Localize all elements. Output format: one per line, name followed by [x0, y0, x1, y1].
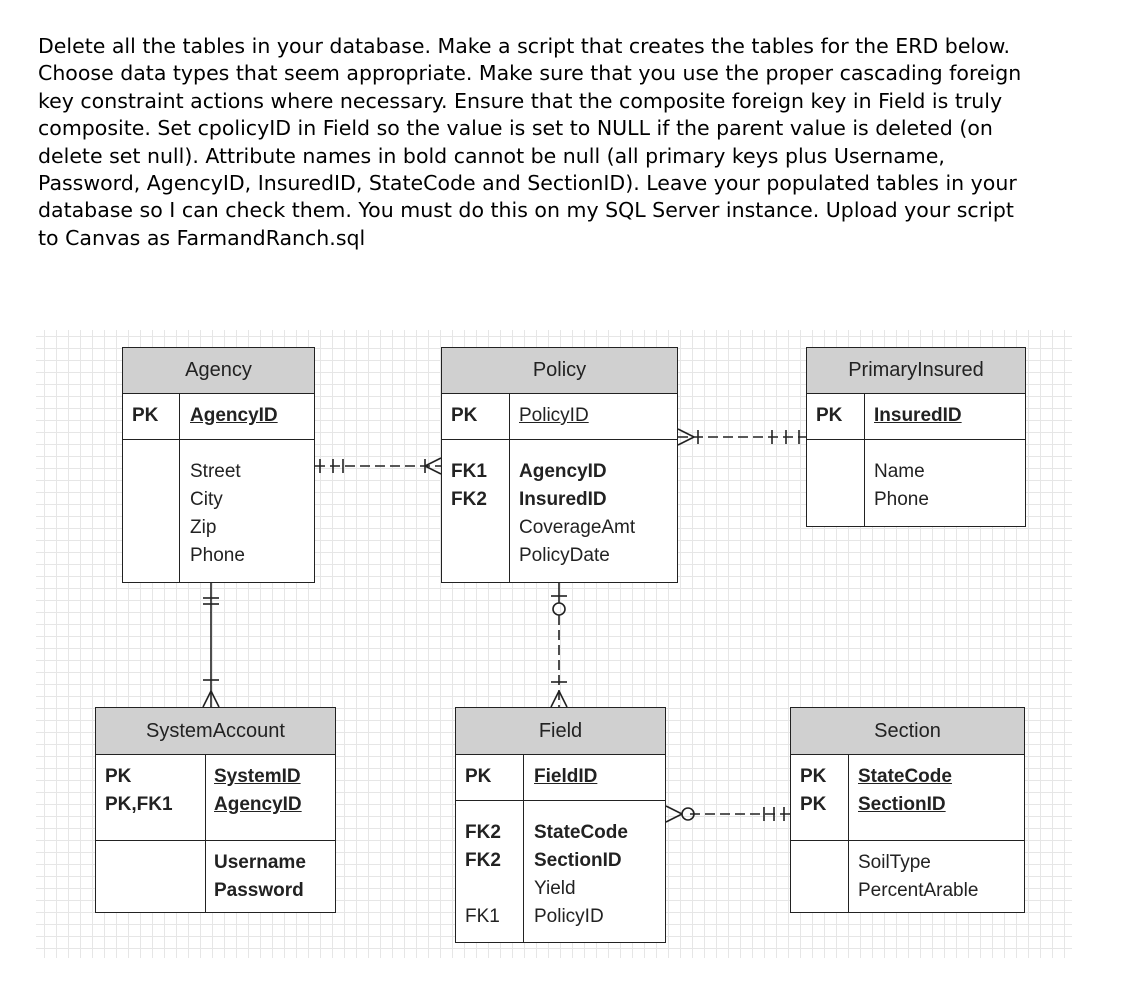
pk-attribute: InsuredID	[874, 405, 962, 426]
attribute: Username	[214, 852, 306, 873]
pk-attribute: SectionID	[858, 794, 946, 815]
attribute: Street	[190, 461, 241, 482]
attribute: Password	[214, 880, 304, 901]
entity-primary-insured: PrimaryInsured PK InsuredID Name Phone	[806, 347, 1026, 527]
relationship-agency-policy	[315, 457, 442, 475]
entity-policy: Policy PK PolicyID FK1 FK2 AgencyID Insu…	[441, 347, 678, 583]
pk-key-label: PK	[800, 794, 827, 815]
instruction-line: Choose data types that seem appropriate.…	[38, 61, 1022, 86]
attribute: SoilType	[858, 852, 931, 873]
fk-key-label: FK2	[451, 489, 487, 510]
relationship-insured-policy	[677, 428, 806, 446]
pk-row	[96, 754, 335, 841]
pk-row	[791, 754, 1024, 841]
pk-attribute: FieldID	[534, 766, 598, 787]
attribute: PolicyID	[534, 906, 604, 927]
column-divider	[848, 754, 849, 912]
entity-title: Agency	[123, 348, 314, 394]
pk-key-label: PK	[132, 405, 159, 426]
relationship-section-field	[665, 805, 790, 823]
fk-key-label: FK2	[465, 850, 501, 871]
entity-agency: Agency PK AgencyID Street City Zip Phone	[122, 347, 315, 583]
column-divider	[179, 393, 180, 582]
pk-key-label: PK,FK1	[105, 794, 173, 815]
attribute: Yield	[534, 878, 576, 899]
attribute: Phone	[190, 545, 245, 566]
pk-attribute: AgencyID	[214, 794, 302, 815]
pk-key-label: PK	[800, 766, 827, 787]
entity-section: Section PK PK StateCode SectionID SoilTy…	[790, 707, 1025, 913]
attribute: InsuredID	[519, 489, 607, 510]
entity-system-account: SystemAccount PK PK,FK1 SystemID AgencyI…	[95, 707, 336, 913]
attribute: StateCode	[534, 822, 628, 843]
pk-row	[807, 393, 1025, 440]
entity-title: Policy	[442, 348, 677, 394]
pk-key-label: PK	[465, 766, 492, 787]
entity-title: SystemAccount	[96, 708, 335, 755]
attribute: SectionID	[534, 850, 622, 871]
instruction-line: Password, AgencyID, InsuredID, StateCode…	[38, 171, 1017, 196]
entity-title: Section	[791, 708, 1024, 755]
relationship-agency-systemaccount	[202, 583, 220, 708]
attribute: Phone	[874, 489, 929, 510]
pk-row	[442, 393, 677, 440]
entity-title: Field	[456, 708, 665, 755]
entity-title: PrimaryInsured	[807, 348, 1025, 394]
pk-attribute: SystemID	[214, 766, 301, 787]
attribute: PercentArable	[858, 880, 979, 901]
instruction-line: composite. Set cpolicyID in Field so the…	[38, 116, 993, 141]
instructions-text: Delete all the tables in your database. …	[38, 33, 1118, 252]
column-divider	[205, 754, 206, 912]
attribute: AgencyID	[519, 461, 607, 482]
fk-key-label: FK1	[465, 906, 500, 927]
column-divider	[523, 754, 524, 942]
pk-key-label: PK	[816, 405, 843, 426]
pk-key-label: PK	[105, 766, 132, 787]
instruction-line: delete set null). Attribute names in bol…	[38, 143, 945, 168]
pk-row	[123, 393, 314, 440]
fk-key-label: FK2	[465, 822, 501, 843]
attribute: Name	[874, 461, 925, 482]
instruction-line: Delete all the tables in your database. …	[38, 34, 1011, 58]
pk-attribute: AgencyID	[190, 405, 278, 426]
instruction-line: key constraint actions where necessary. …	[38, 88, 1003, 113]
column-divider	[864, 393, 865, 526]
pk-attribute: StateCode	[858, 766, 952, 787]
relationship-policy-field	[550, 583, 568, 708]
attribute: CoverageAmt	[519, 517, 636, 538]
pk-row	[456, 754, 665, 801]
pk-attribute: PolicyID	[519, 405, 589, 426]
instruction-line: database so I can check them. You must d…	[38, 198, 1014, 223]
fk-key-label: FK1	[451, 461, 487, 482]
column-divider	[509, 393, 510, 582]
entity-field: Field PK FieldID FK2 FK2 FK1 StateCode S…	[455, 707, 666, 943]
attribute: City	[190, 489, 223, 510]
attribute: Zip	[190, 517, 217, 538]
attribute: PolicyDate	[519, 545, 610, 566]
pk-key-label: PK	[451, 405, 478, 426]
instruction-line: to Canvas as FarmandRanch.sql	[38, 225, 366, 250]
